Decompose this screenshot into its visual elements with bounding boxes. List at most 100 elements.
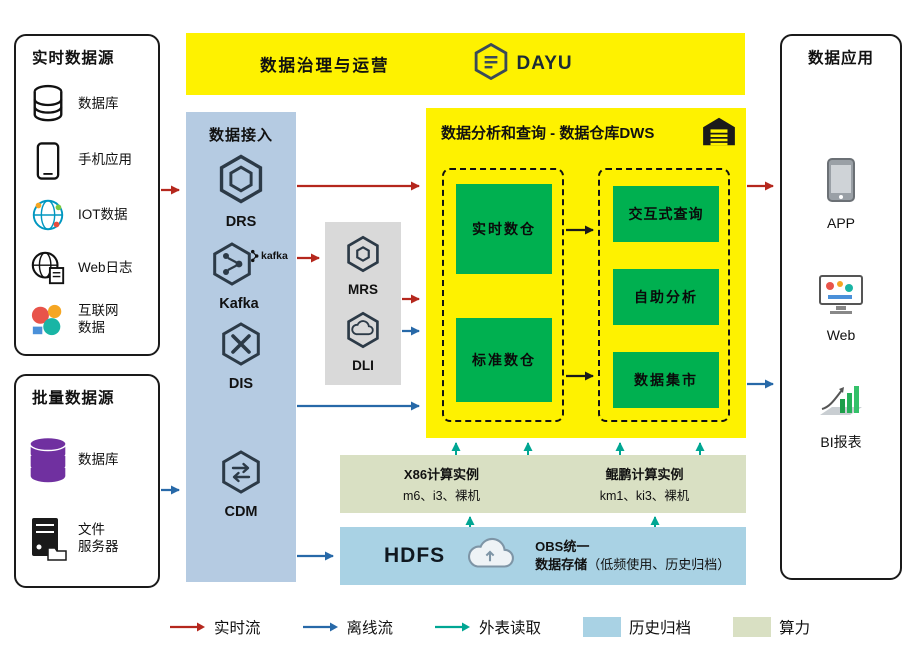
service-label: DIS [228, 376, 254, 392]
service-kafka: Kafka [186, 240, 278, 312]
legend: 实时流 离线流 外表读取 历史归档 算力 [170, 616, 810, 638]
compute-instances-box: X86计算实例 m6、i3、裸机 鲲鹏计算实例 km1、ki3、裸机 [340, 455, 746, 513]
kafka-wordmark-text: kafka [261, 250, 288, 262]
legend-item-realtime: 实时流 [170, 616, 261, 638]
iot-icon [26, 196, 70, 234]
x86-compute-title: X86计算实例 [403, 467, 480, 482]
legend-label: 历史归档 [629, 620, 692, 637]
source-item-mobile-app: 手机应用 [26, 141, 154, 181]
web-log-icon [26, 249, 70, 287]
x86-compute-subtitle: m6、i3、裸机 [402, 489, 481, 503]
drs-hexagon-icon [214, 152, 268, 211]
service-label: DLI [352, 358, 374, 373]
blue-arrow-icon [302, 622, 338, 632]
app-item-web: Web [782, 274, 900, 343]
batch-sources-box: 批量数据源 数据库 文件 服务器 [14, 374, 160, 588]
analysis-group: 交互式查询 自助分析 数据集市 [598, 168, 730, 422]
obs-line2: 数据存储 [535, 557, 588, 572]
source-label: 数据库 [78, 96, 119, 112]
dis-hexagon-icon [217, 320, 265, 373]
realtime-sources-list: 数据库 手机应用 IOT数据 Web日志 [26, 76, 154, 346]
dayu-logo: DAYU [474, 42, 573, 85]
red-arrow-icon [170, 622, 205, 632]
compute-swatch [733, 617, 772, 637]
obs-cloud-icon [465, 537, 515, 576]
mrs-hexagon-icon [343, 234, 383, 279]
warehouse-group: 实时数仓 标准数仓 [442, 168, 564, 422]
legend-label: 外表读取 [479, 620, 542, 637]
dayu-logo-text: DAYU [516, 53, 573, 74]
node-standard-warehouse: 标准数仓 [456, 318, 552, 402]
batch-sources-list: 数据库 文件 服务器 [26, 420, 154, 578]
service-label: MRS [348, 282, 378, 297]
legend-item-external-read: 外表读取 [435, 616, 541, 638]
database-stack-icon [26, 436, 70, 484]
legend-label: 算力 [779, 620, 811, 637]
app-label: APP [826, 215, 855, 231]
hdfs-obs-box: HDFS OBS统一 数据存储（低频使用、历史归档） [340, 527, 746, 585]
legend-item-compute: 算力 [733, 616, 810, 638]
obs-note: （低频使用、历史归档） [587, 557, 731, 572]
x86-compute-section: X86计算实例 m6、i3、裸机 [340, 455, 543, 513]
kunpeng-compute-subtitle: km1、ki3、裸机 [599, 489, 690, 503]
app-item-app: APP [782, 156, 900, 231]
node-realtime-warehouse: 实时数仓 [456, 184, 552, 274]
source-label: Web日志 [78, 259, 133, 275]
source-label: 互联网 数据 [78, 303, 119, 336]
bi-chart-icon [818, 381, 864, 426]
legend-label: 离线流 [346, 620, 394, 637]
service-drs: DRS [186, 152, 296, 230]
source-label: 数据库 [78, 451, 119, 467]
source-item-iot: IOT数据 [26, 196, 154, 234]
governance-banner: 数据治理与运营 DAYU [186, 33, 745, 95]
web-monitor-icon [818, 274, 864, 321]
app-item-bi-report: BI报表 [782, 381, 900, 452]
warehouse-icon [701, 115, 737, 153]
source-item-database: 数据库 [26, 84, 154, 126]
batch-sources-title: 批量数据源 [32, 390, 115, 407]
kafka-wordmark: kafka [250, 249, 288, 263]
archive-swatch [583, 617, 622, 637]
hdfs-label: HDFS [384, 544, 446, 567]
realtime-sources-box: 实时数据源 数据库 手机应用 IOT数据 [14, 34, 160, 356]
processing-box: MRS DLI [325, 222, 401, 385]
realtime-sources-title: 实时数据源 [32, 50, 115, 67]
dayu-hexagon-icon [474, 42, 508, 85]
applications-box: 数据应用 APP Web BI报表 [780, 34, 902, 580]
service-cdm: CDM [186, 448, 296, 520]
obs-storage-text: OBS统一 数据存储（低频使用、历史归档） [535, 538, 730, 573]
phone-icon [26, 141, 70, 181]
service-label: Kafka [219, 296, 259, 312]
service-dli: DLI [325, 310, 401, 373]
service-dis: DIS [186, 320, 296, 392]
app-phone-icon [826, 156, 856, 209]
teal-arrow-icon [435, 622, 471, 632]
file-server-icon [26, 516, 70, 562]
cdm-hexagon-icon [217, 448, 265, 501]
dli-hexagon-icon [343, 310, 383, 355]
kunpeng-compute-title: 鲲鹏计算实例 [605, 467, 684, 482]
legend-label: 实时流 [214, 620, 261, 637]
source-item-web-log: Web日志 [26, 249, 154, 287]
service-label: CDM [224, 504, 258, 520]
obs-title: OBS统一 [535, 539, 590, 555]
node-self-service-analysis: 自助分析 [613, 269, 719, 325]
dws-box: 数据分析和查询 - 数据仓库DWS 实时数仓 标准数仓 交互式查询 自助分析 数… [426, 108, 746, 438]
legend-item-offline: 离线流 [302, 616, 394, 638]
dws-title: 数据分析和查询 - 数据仓库DWS [441, 125, 655, 142]
internet-data-icon [26, 302, 70, 338]
applications-title: 数据应用 [807, 50, 874, 67]
source-item-internet-data: 互联网 数据 [26, 302, 154, 338]
source-label: 手机应用 [78, 152, 132, 168]
app-label: Web [826, 327, 856, 343]
database-icon [26, 84, 70, 126]
kafka-wordmark-icon [251, 249, 259, 263]
source-label: IOT数据 [78, 206, 128, 222]
app-label: BI报表 [820, 434, 862, 450]
service-mrs: MRS [325, 234, 401, 297]
source-item-batch-database: 数据库 [26, 436, 154, 484]
data-ingestion-column: 数据接入 DRS Kafka kafka DIS [186, 112, 296, 582]
governance-title: 数据治理与运营 [260, 57, 390, 75]
legend-item-archive: 历史归档 [583, 616, 691, 638]
